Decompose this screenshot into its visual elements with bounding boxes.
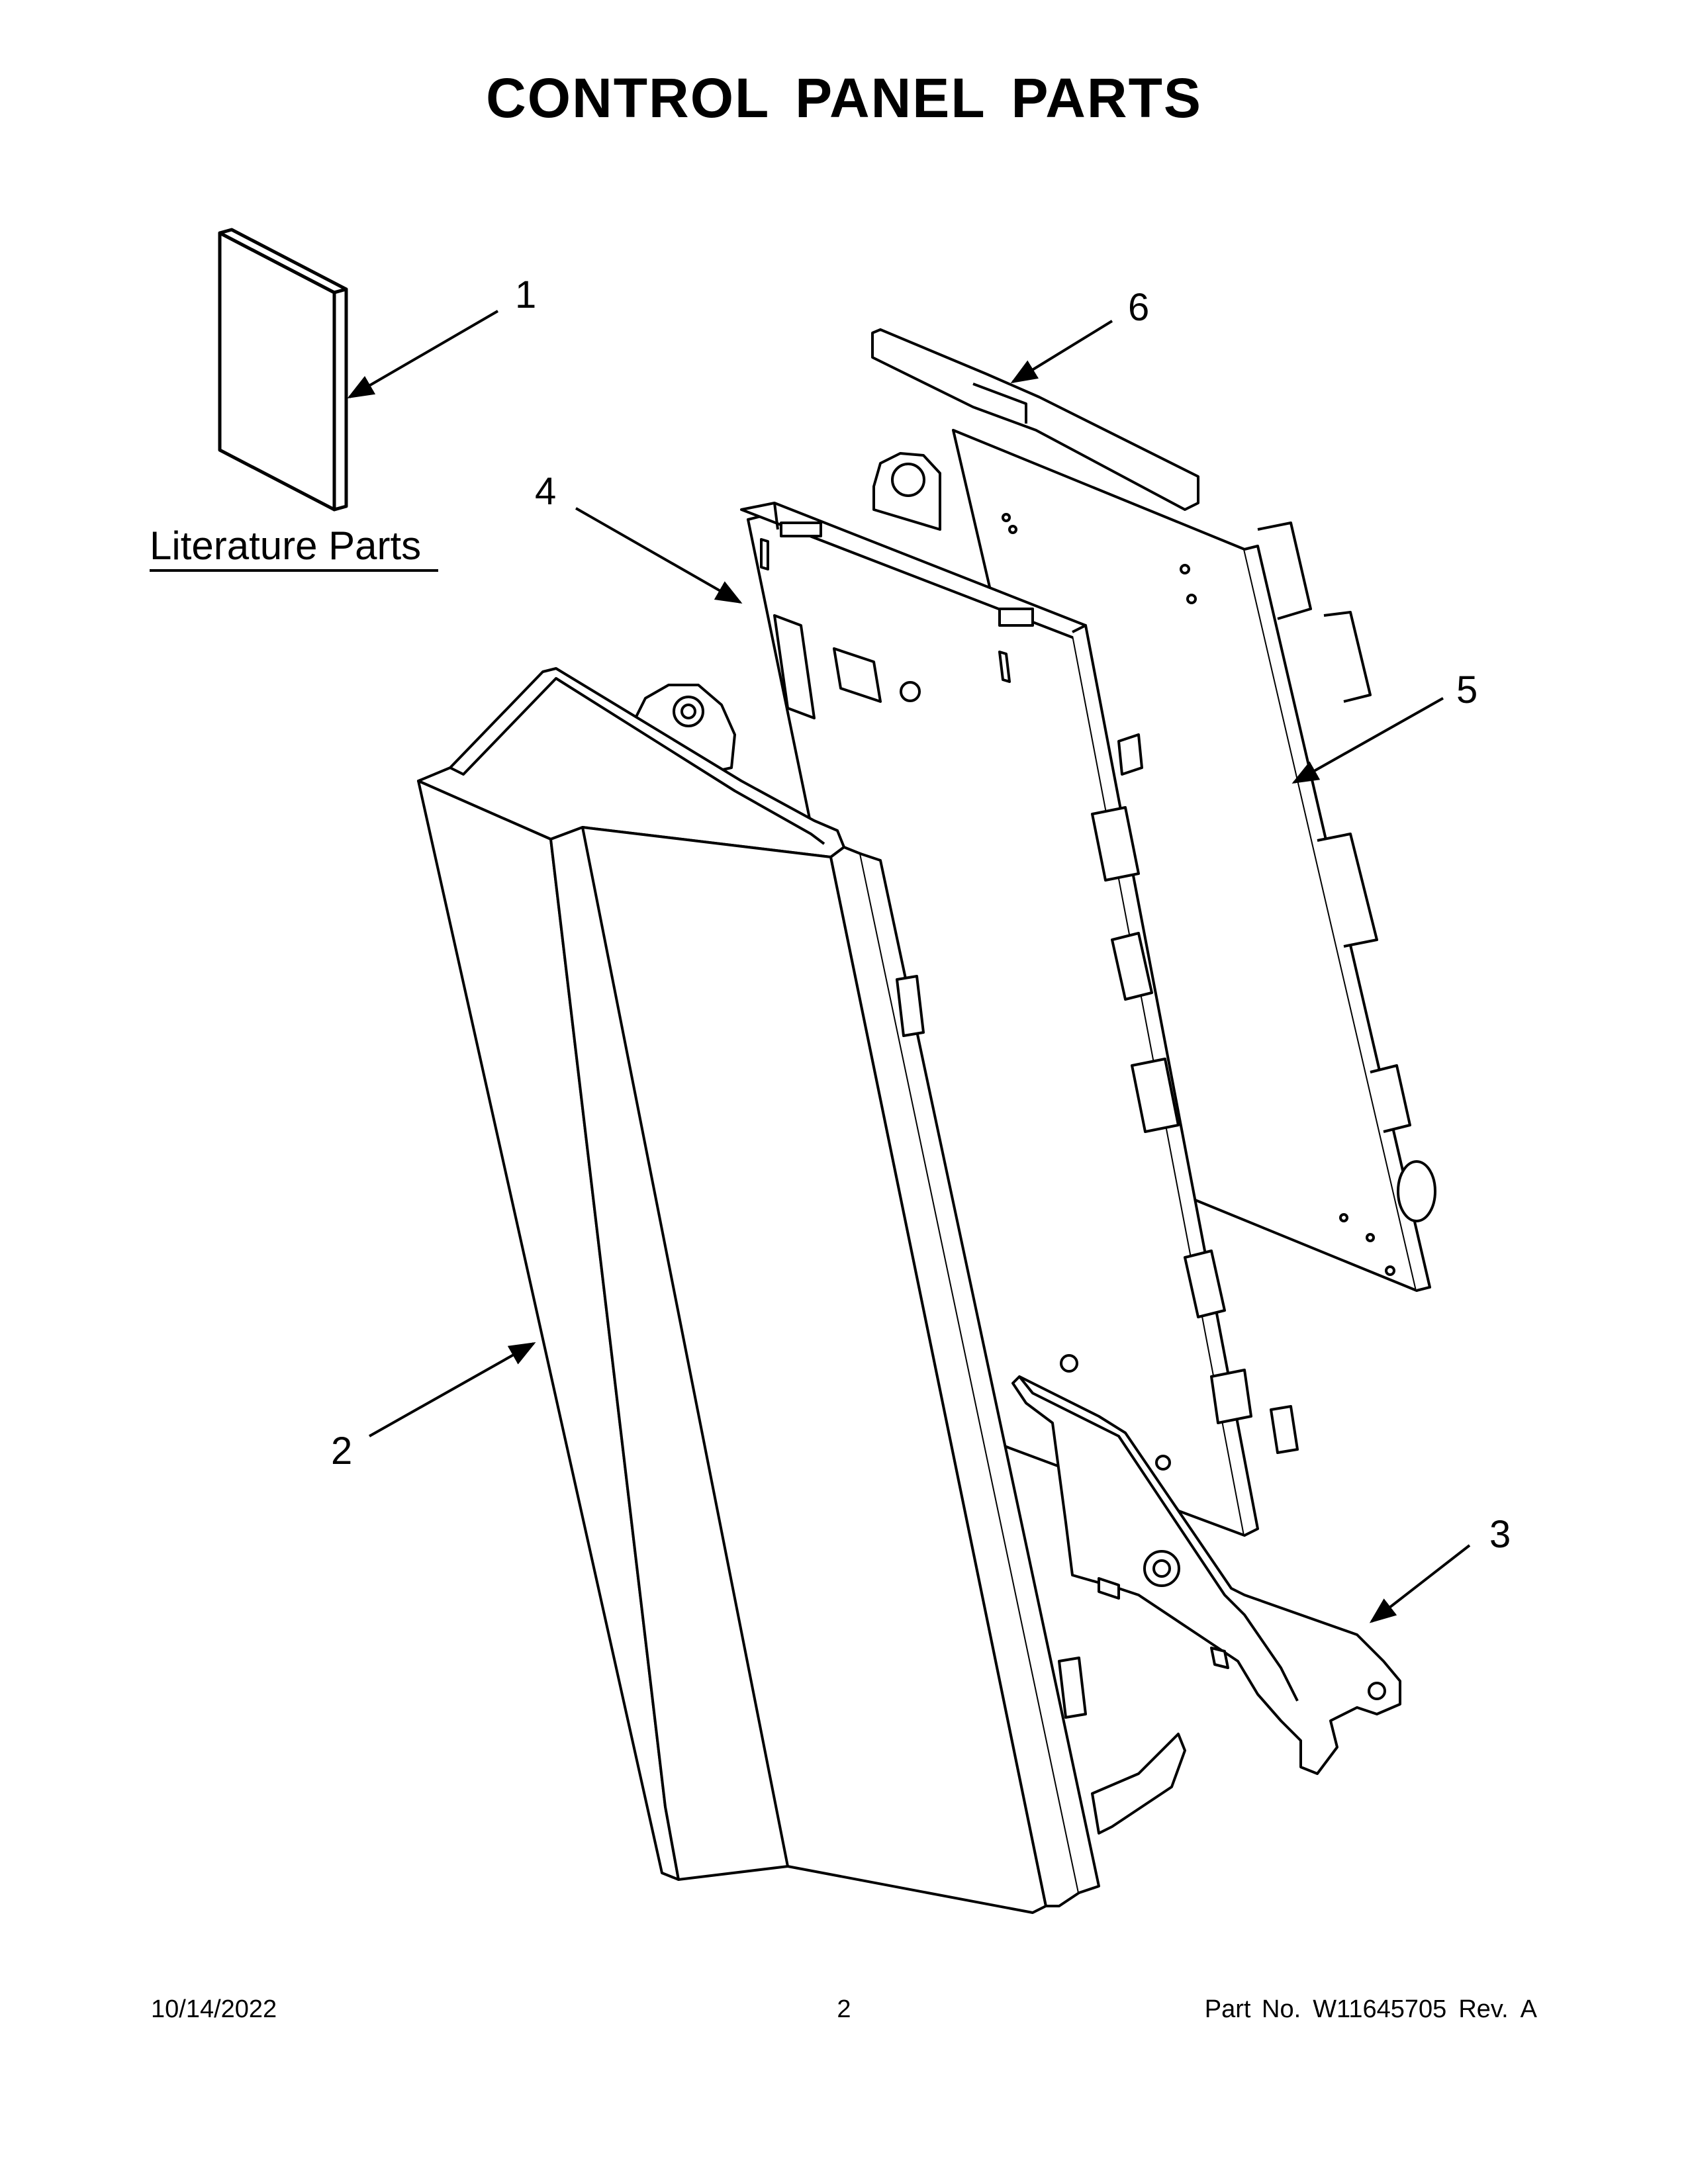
- leader-6: [1010, 320, 1113, 384]
- leader-1: [347, 310, 499, 399]
- leader-5: [1291, 697, 1444, 784]
- leader-lines: [347, 310, 1471, 1623]
- part-no-value: W11645705: [1313, 1995, 1447, 2023]
- leader-3: [1369, 1544, 1471, 1623]
- rev-label: Rev.: [1458, 1995, 1509, 2023]
- literature-label: Literature Parts: [150, 523, 421, 568]
- callout-4: 4: [535, 470, 556, 513]
- callout-3: 3: [1489, 1513, 1511, 1556]
- footer-date: 10/14/2022: [151, 1995, 277, 2023]
- part-no-label: Part No.: [1204, 1995, 1301, 2023]
- board-housing: [740, 452, 1299, 1537]
- rear-rail: [871, 328, 1199, 511]
- rev-value: A: [1520, 1995, 1537, 2023]
- leader-2: [369, 1342, 536, 1437]
- callout-1: 1: [515, 273, 536, 316]
- control-panel-housing: [417, 667, 1186, 1914]
- footer-part-number: Part No. W11645705 Rev. A: [1193, 1995, 1537, 2024]
- literature-booklet: [218, 228, 348, 512]
- leader-4: [575, 507, 743, 604]
- lower-bracket: [1011, 1375, 1401, 1775]
- callout-5: 5: [1456, 668, 1477, 711]
- footer-page-number: 2: [837, 1995, 851, 2023]
- callout-2: 2: [331, 1430, 352, 1473]
- page-title: CONTROL PANEL PARTS: [486, 67, 1202, 129]
- callout-6: 6: [1128, 286, 1149, 329]
